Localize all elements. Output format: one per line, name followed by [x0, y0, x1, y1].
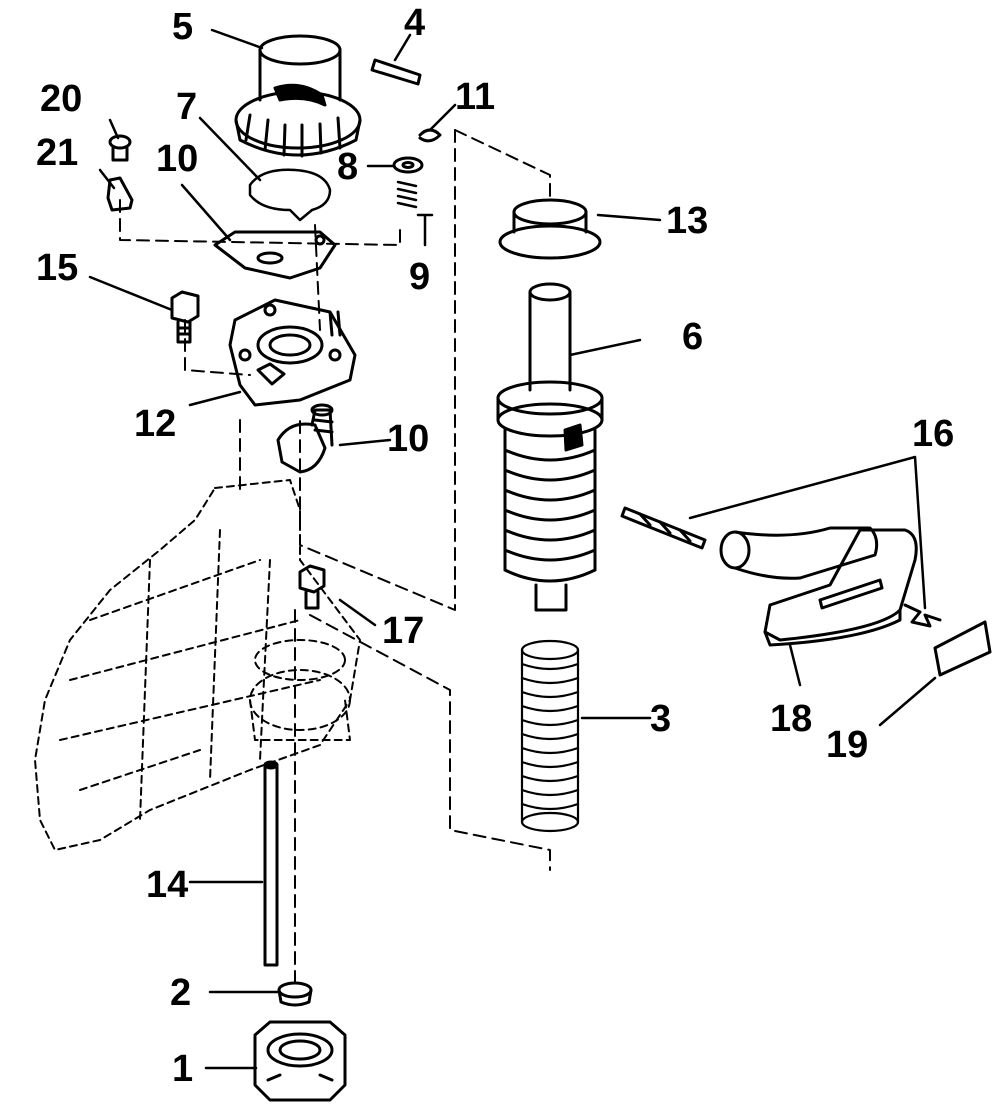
callout-17: 17 [382, 610, 425, 652]
part-18-handle [719, 526, 918, 647]
callout-8: 8 [337, 146, 359, 188]
part-4-pin [370, 58, 422, 86]
part-19-insert [933, 620, 992, 677]
callout-3: 3 [650, 698, 672, 740]
callout-13: 13 [666, 200, 709, 242]
part-16-knot [903, 603, 942, 628]
part-5-drive-gear [234, 34, 362, 158]
part-17-bolt [298, 564, 326, 610]
part-3-recoil-spring [520, 639, 580, 833]
callout-4: 4 [404, 2, 426, 44]
part-7-gasket [248, 168, 332, 222]
housing-ghost [34, 479, 361, 851]
callout-16: 16 [912, 413, 955, 455]
part-13-bushing [498, 198, 602, 260]
callout-7: 7 [176, 86, 198, 128]
callout-15: 15 [36, 247, 79, 289]
callout-21: 21 [36, 132, 79, 174]
part-15-bolt [170, 290, 200, 344]
callout-18: 18 [770, 698, 813, 740]
callout-20: 20 [40, 78, 83, 120]
callout-14: 14 [146, 864, 189, 906]
callout-12: 12 [134, 403, 177, 445]
callout-5: 5 [172, 6, 194, 48]
callout-9: 9 [409, 256, 431, 298]
leader-lines [88, 28, 937, 1070]
part-10-upper-plate [213, 230, 337, 280]
part-20-screw [108, 134, 132, 162]
alignment-lines [119, 129, 551, 986]
part-2-bushing [277, 981, 313, 1007]
part-10-lower-cam [276, 403, 334, 474]
callout-19: 19 [826, 724, 869, 766]
part-21-tab [106, 176, 134, 212]
callout-2: 2 [170, 972, 192, 1014]
part-14-shaft [263, 760, 279, 967]
part-12-bracket [228, 298, 357, 407]
callout-10-upper: 10 [156, 138, 199, 180]
part-16-rope [620, 506, 707, 550]
callout-1: 1 [172, 1048, 194, 1090]
callout-6: 6 [682, 316, 704, 358]
callout-10-lower: 10 [387, 418, 430, 460]
part-1-base [253, 1020, 347, 1102]
part-11-clip [418, 128, 442, 143]
callout-11: 11 [455, 76, 496, 118]
part-8-washer [392, 156, 424, 174]
part-6-pulley [496, 282, 604, 612]
part-9-spring [396, 180, 418, 209]
